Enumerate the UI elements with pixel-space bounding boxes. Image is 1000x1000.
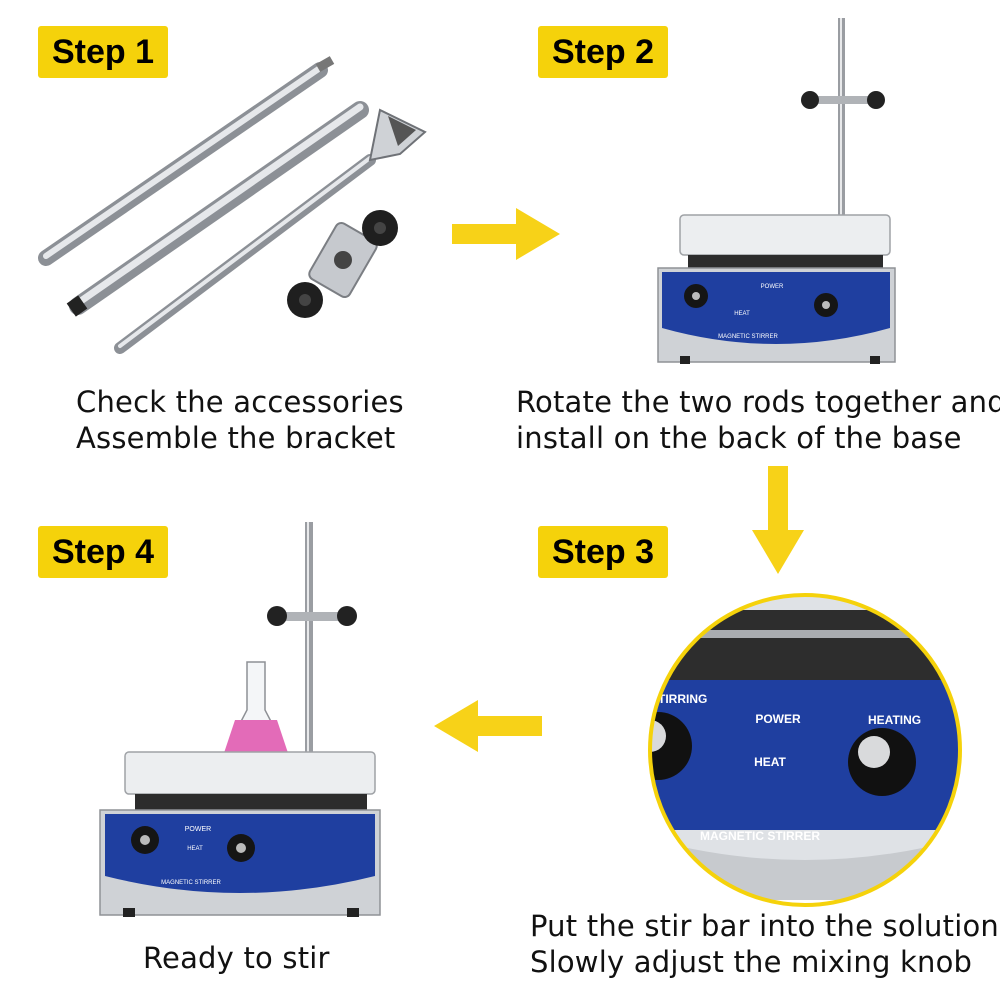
- step-2-line-2: install on the back of the base: [516, 421, 962, 455]
- stirrer-body-icon: POWER HEAT MAGNETIC STIRRER: [657, 267, 896, 364]
- step-2-caption: Rotate the two rods together and install…: [516, 384, 1000, 456]
- rod-clamp-icon-step4: [267, 606, 357, 626]
- rod-threaded-icon: [38, 56, 335, 266]
- hotplate-top-icon-step4: [124, 751, 376, 810]
- hotplate-top-icon: [679, 214, 891, 270]
- arrow-left-icon: [434, 700, 542, 752]
- step-3-line-2: Slowly adjust the mixing knob: [530, 945, 973, 979]
- stirring-knob-icon: [650, 712, 692, 780]
- step-4-line-1: Ready to stir: [143, 941, 330, 975]
- step-3-line-1: Put the stir bar into the solution: [530, 909, 999, 943]
- rod-long-icon: [66, 101, 369, 317]
- heating-knob-icon: [848, 728, 916, 796]
- panel-power-text: POWER: [761, 284, 784, 290]
- control-panel-closeup-illustration: STIRRING POWER HEAT HEATING MAGNETIC STI…: [648, 593, 962, 907]
- panel4-power-text: POWER: [185, 826, 211, 833]
- step-1-line-2: Assemble the bracket: [76, 421, 396, 455]
- closeup-power-text: POWER: [755, 712, 801, 726]
- step-3-badge: Step 3: [538, 526, 668, 578]
- panel-brand-text: MAGNETIC STIRRER: [718, 334, 778, 340]
- closeup-stirring-text: STIRRING: [650, 692, 707, 706]
- step-2-badge: Step 2: [538, 26, 668, 78]
- step-3-caption: Put the stir bar into the solution Slowl…: [530, 908, 999, 980]
- step-4-caption: Ready to stir: [143, 940, 330, 976]
- panel-heat-text: HEAT: [734, 311, 750, 317]
- boss-head-clamp-icon: [287, 210, 398, 318]
- arrow-right-icon: [452, 208, 560, 260]
- panel4-heat-text: HEAT: [187, 846, 203, 852]
- erlenmeyer-flask-icon: [221, 661, 291, 757]
- closeup-brand-text: MAGNETIC STIRRER: [700, 829, 820, 843]
- stand-rod-icon-step4: [305, 522, 313, 760]
- closeup-heating-text: HEATING: [868, 713, 921, 727]
- arrow-down-icon: [752, 466, 804, 574]
- stirrer-ready-illustration: POWER HEAT MAGNETIC STIRRER: [99, 522, 381, 917]
- panel4-brand-text: MAGNETIC STIRRER: [161, 880, 221, 886]
- step-2-line-1: Rotate the two rods together and: [516, 385, 1000, 419]
- rod-clamp-icon: [801, 91, 885, 109]
- step-1-badge: Step 1: [38, 26, 168, 78]
- closeup-heat-text: HEAT: [754, 755, 786, 769]
- stand-rod-icon: [838, 18, 845, 228]
- stirrer-with-stand-illustration: POWER HEAT MAGNETIC STIRRER: [657, 18, 896, 364]
- rod-clamp-arm-icon: [114, 108, 427, 354]
- stirrer-body-icon-step4: POWER HEAT MAGNETIC STIRRER: [99, 809, 381, 917]
- step-4-badge: Step 4: [38, 526, 168, 578]
- step-1-caption: Check the accessories Assemble the brack…: [76, 384, 404, 456]
- accessory-rods-illustration: [38, 56, 427, 354]
- step-1-line-1: Check the accessories: [76, 385, 404, 419]
